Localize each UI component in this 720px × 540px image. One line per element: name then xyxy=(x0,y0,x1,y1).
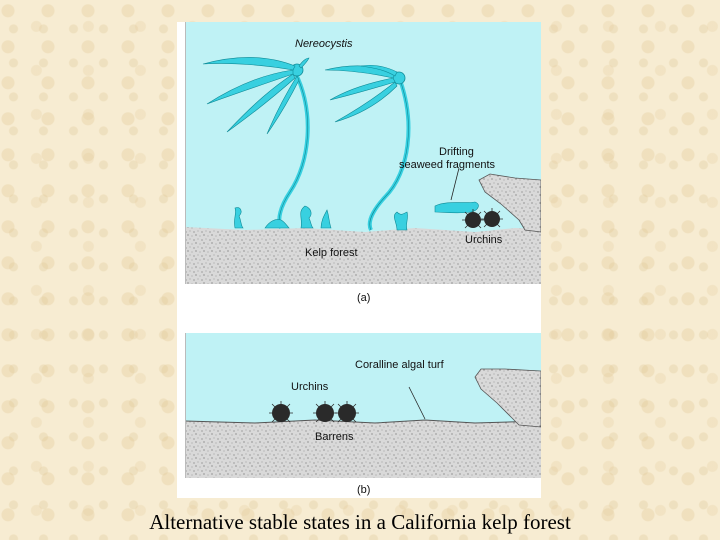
seabed xyxy=(185,420,541,478)
rock-outcrop xyxy=(474,368,541,428)
panel-kelp-forest: Nereocystis Drifting seaweed fragments U… xyxy=(185,22,541,284)
leader-line xyxy=(408,386,426,420)
urchins-label: Urchins xyxy=(465,234,503,246)
urchin xyxy=(462,209,484,229)
rock-outcrop xyxy=(478,173,541,233)
small-seaweed xyxy=(320,209,332,229)
panel-barrens: Coralline algal turf Urchins Barrens xyxy=(185,333,541,478)
kelp-blade xyxy=(202,57,296,71)
kelp-blade xyxy=(266,75,300,135)
drifting-seaweed-fragment xyxy=(434,201,479,214)
urchin xyxy=(269,401,293,423)
kelp-blade xyxy=(360,64,398,77)
coralline-turf xyxy=(185,419,541,424)
urchin xyxy=(313,401,337,423)
urchin xyxy=(335,401,359,423)
water xyxy=(185,22,541,237)
small-seaweed xyxy=(234,207,244,229)
drift-label-line2: seaweed fragments xyxy=(399,159,495,171)
small-seaweed xyxy=(300,205,314,229)
kelp-forest-illustration xyxy=(185,22,541,284)
seabed xyxy=(185,227,541,284)
panel-b-tag: (b) xyxy=(357,484,371,496)
urchins-label: Urchins xyxy=(291,381,329,393)
barrens-illustration xyxy=(185,333,541,478)
kelp-blade xyxy=(226,73,296,133)
kelp-blade xyxy=(329,77,396,101)
nereocystis-label: Nereocystis xyxy=(295,38,353,50)
urchin xyxy=(481,208,503,228)
slide-caption: Alternative stable states in a Californi… xyxy=(149,510,571,534)
leader-line xyxy=(450,167,460,201)
small-seaweed xyxy=(264,219,290,229)
coralline-turf-label: Coralline algal turf xyxy=(355,359,444,371)
drift-label-line1: Drifting xyxy=(439,146,474,158)
barrens-label: Barrens xyxy=(315,431,354,443)
kelp-blade xyxy=(206,69,294,105)
kelp-blade xyxy=(334,81,398,123)
figure: Nereocystis Drifting seaweed fragments U… xyxy=(177,22,541,498)
small-seaweed xyxy=(394,211,408,231)
panel-a-tag: (a) xyxy=(357,292,371,304)
kelp-forest-label: Kelp forest xyxy=(305,247,358,259)
kelp-blade xyxy=(298,57,310,69)
